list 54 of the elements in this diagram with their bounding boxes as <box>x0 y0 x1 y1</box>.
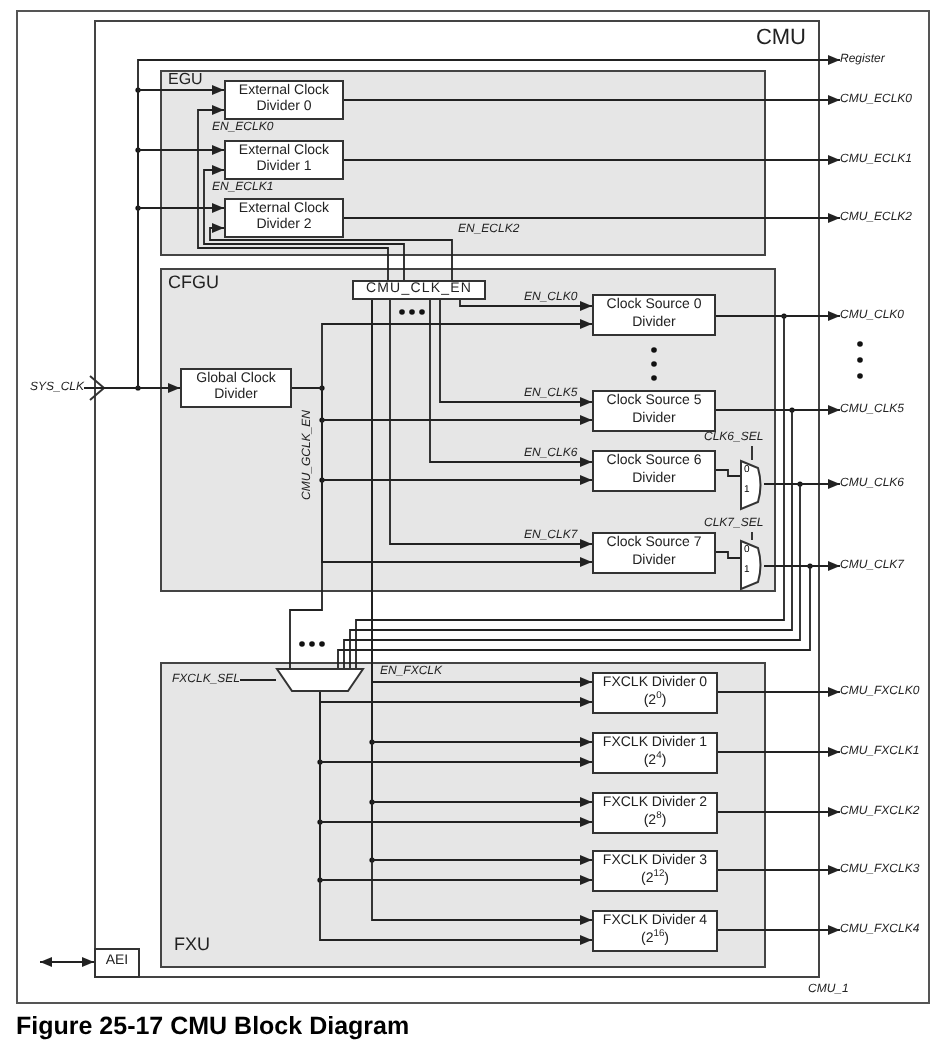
arrow <box>717 925 841 935</box>
divider-block <box>224 198 344 238</box>
signal-line <box>715 469 741 477</box>
multiplexer <box>740 540 764 590</box>
signal-arrow <box>209 223 453 281</box>
signal-arrow <box>439 299 593 407</box>
divider-block <box>352 280 486 300</box>
module-title: EGU <box>168 70 203 88</box>
signal-line <box>715 551 741 559</box>
arrow <box>39 957 95 967</box>
arrow <box>717 747 841 757</box>
divider-block <box>592 850 718 892</box>
arrow <box>717 687 841 697</box>
module-panel <box>160 268 776 592</box>
divider-block <box>592 294 716 336</box>
multiplexer <box>276 668 364 692</box>
divider-block <box>592 450 716 492</box>
signal-line <box>239 679 277 681</box>
signal-line <box>355 315 785 669</box>
module-panel <box>160 662 766 968</box>
signal-line <box>751 531 753 541</box>
signal-arrow <box>197 105 389 281</box>
arrow <box>717 807 841 817</box>
figure-caption: Figure 25-17 CMU Block Diagram <box>16 1012 410 1040</box>
divider-block <box>592 910 718 952</box>
module-title: FXU <box>174 934 210 954</box>
signal-line <box>751 445 753 461</box>
signal-arrow <box>203 165 405 281</box>
divider-block <box>592 732 718 774</box>
arrow <box>343 95 841 105</box>
divider-block <box>224 80 344 120</box>
divider-block <box>224 140 344 180</box>
divider-block <box>592 390 716 432</box>
signal-line <box>349 409 793 669</box>
arrow <box>343 213 841 223</box>
divider-block <box>180 368 292 408</box>
arrow <box>319 691 593 707</box>
module-panel <box>160 70 766 256</box>
divider-block <box>592 532 716 574</box>
multiplexer <box>740 460 764 510</box>
signal-line <box>337 565 811 669</box>
divider-block <box>592 672 718 714</box>
divider-block <box>94 948 140 978</box>
arrow <box>717 865 841 875</box>
arrow <box>343 155 841 165</box>
arrow <box>319 691 593 945</box>
signal-arrow <box>429 299 593 467</box>
module-title: CMU <box>755 26 806 50</box>
signal-line <box>343 483 801 669</box>
module-panel <box>94 20 820 978</box>
module-title: CFGU <box>168 272 219 292</box>
divider-block <box>592 792 718 834</box>
signal-arrow <box>389 299 593 549</box>
signal-arrow <box>459 299 593 311</box>
